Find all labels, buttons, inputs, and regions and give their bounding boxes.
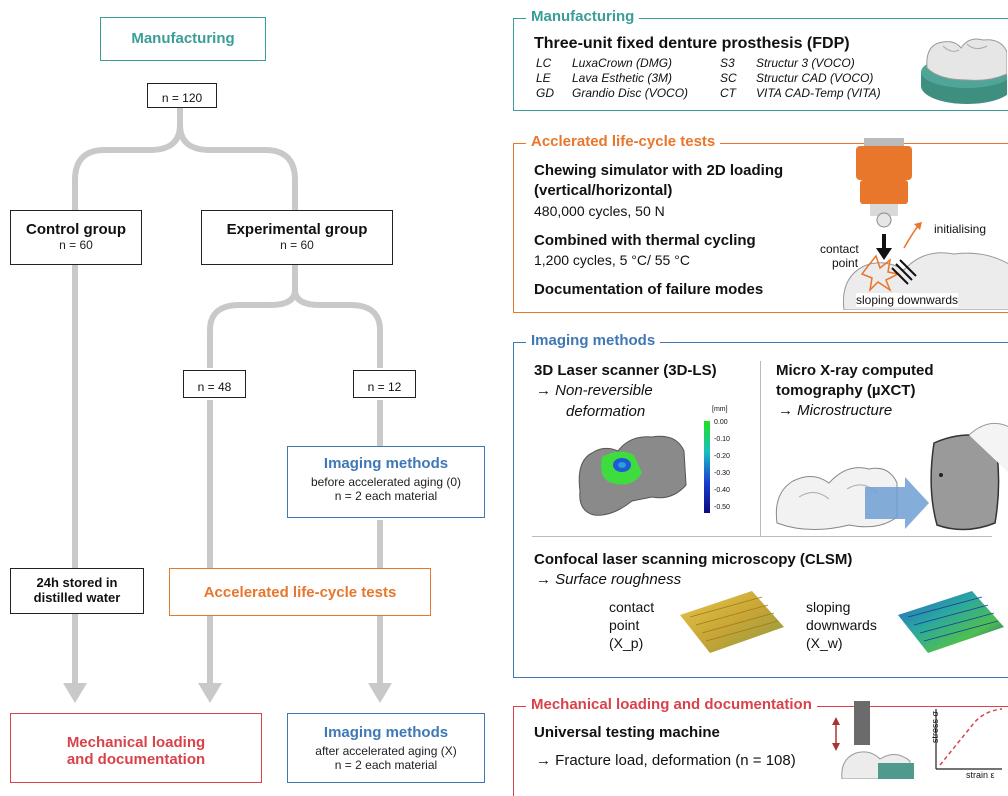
material-code: S3: [720, 56, 735, 70]
clsm-heading: Confocal laser scanning microscopy (CLSM…: [534, 551, 853, 568]
material-code: LC: [536, 56, 552, 70]
sloping-label1: sloping: [806, 599, 851, 615]
material-name: VITA CAD-Temp (VITA): [756, 86, 881, 100]
microct-heading-line1: Micro X-ray computed: [776, 362, 934, 379]
imaging-divider: [760, 361, 761, 537]
manufacturing-box: Manufacturing: [100, 17, 266, 61]
scale-tick: -0.50: [714, 504, 730, 511]
contact-point-surface-image: [680, 591, 784, 653]
material-code: CT: [720, 86, 736, 100]
imaging-after-box: Imaging methods after accelerated aging …: [287, 713, 485, 783]
fracture-load-text: → Fracture load, deformation (n = 108): [536, 752, 796, 769]
strain-axis-label: strain ε: [966, 770, 995, 780]
testing-machine-heading: Universal testing machine: [534, 724, 720, 741]
material-name: Structur CAD (VOCO): [756, 71, 874, 85]
imaging-before-line1: before accelerated aging (0): [310, 475, 462, 489]
mechanical-line2: and documentation: [66, 751, 206, 768]
fdp-model-image: [921, 38, 1007, 104]
imaging-panel: Imaging methods 3D Laser scanner (3D-LS)…: [513, 332, 1008, 678]
scale-tick: 0.00: [714, 419, 728, 426]
sloping-surface-image: [898, 591, 1004, 653]
n-48: n = 48: [197, 380, 232, 394]
imaging-after-title: Imaging methods: [323, 724, 449, 741]
scale-tick: -0.10: [714, 436, 730, 443]
control-group-n: n = 60: [59, 238, 93, 252]
n-48-box: n = 48: [183, 370, 246, 398]
manufacturing-panel-title: Manufacturing: [526, 8, 640, 25]
accelerated-panel: Acclerated life-cycle tests Chewing simu…: [513, 133, 1008, 313]
stress-axis-label: stress σ: [930, 710, 940, 743]
contact-point-label3: (X_p): [609, 635, 644, 651]
n-12: n = 12: [367, 380, 402, 394]
laser-scanner-sub2: deformation: [566, 403, 646, 420]
thermal-cycles: 1,200 cycles, 5 °C/ 55 °C: [534, 252, 690, 268]
contact-point-label1: contact: [609, 599, 655, 615]
material-code: GD: [536, 86, 554, 100]
stored-line1: 24h stored in: [36, 575, 118, 590]
imaging-panel-title: Imaging methods: [526, 332, 661, 349]
stored-box: 24h stored in distilled water: [10, 568, 144, 614]
material-name: LuxaCrown (DMG): [572, 56, 673, 70]
clsm-sub: → Surface roughness: [536, 571, 682, 588]
thermal-heading: Combined with thermal cycling: [534, 232, 756, 249]
stored-line2: distilled water: [33, 590, 121, 605]
contact-label-line1: contact: [820, 242, 859, 256]
material-code: SC: [720, 71, 737, 85]
material-name: Structur 3 (VOCO): [756, 56, 855, 70]
imaging-before-box: Imaging methods before accelerated aging…: [287, 446, 485, 518]
testing-machine-image: [832, 701, 1003, 779]
microct-sub: → Microstructure: [778, 402, 893, 419]
initialising-label: initialising: [934, 222, 987, 236]
deformation-color-scale: [704, 421, 710, 513]
control-group-title: Control group: [26, 221, 126, 238]
imaging-before-line2: n = 2 each material: [334, 489, 438, 503]
accelerated-label: Accelerated life-cycle tests: [203, 584, 397, 601]
scale-unit: [mm]: [712, 406, 728, 413]
contact-label-line2: point: [832, 256, 859, 270]
laser-scanner-sub1: → Non-reversible: [536, 382, 653, 399]
manufacturing-panel: Manufacturing Three-unit fixed denture p…: [513, 8, 1008, 111]
experimental-group-n: n = 60: [280, 238, 314, 252]
mechanical-panel: Mechanical loading and documentation Uni…: [513, 696, 1008, 796]
experimental-group-box: Experimental group n = 60: [201, 210, 393, 265]
n-12-box: n = 12: [353, 370, 416, 398]
accelerated-panel-title: Acclerated life-cycle tests: [526, 133, 721, 150]
imaging-before-title: Imaging methods: [323, 455, 449, 472]
n-total-box: n = 120: [147, 83, 217, 108]
flowchart-connectors: [63, 108, 392, 703]
accelerated-box: Accelerated life-cycle tests: [169, 568, 431, 616]
mechanical-panel-title: Mechanical loading and documentation: [526, 696, 817, 713]
sloping-label3: (X_w): [806, 635, 843, 651]
manufacturing-label: Manufacturing: [131, 30, 235, 47]
laser-scanner-heading: 3D Laser scanner (3D-LS): [534, 362, 717, 379]
failure-modes-heading: Documentation of failure modes: [534, 281, 764, 298]
microct-image: [775, 422, 1008, 531]
clsm-divider: [532, 536, 992, 537]
chewing-cycles: 480,000 cycles, 50 N: [534, 203, 665, 219]
chewing-heading-line1: Chewing simulator with 2D loading: [534, 162, 784, 179]
scale-tick: -0.40: [714, 487, 730, 494]
mechanical-box: Mechanical loading and documentation: [10, 713, 262, 783]
material-name: Grandio Disc (VOCO): [572, 86, 689, 100]
experimental-group-title: Experimental group: [226, 221, 368, 238]
contact-point-label2: point: [609, 617, 640, 633]
imaging-after-line1: after accelerated aging (X): [315, 744, 457, 758]
material-name: Lava Esthetic (3M): [572, 71, 673, 85]
sloping-label2: downwards: [806, 617, 877, 633]
mechanical-line1: Mechanical loading: [66, 734, 206, 751]
sloping-label: sloping downwards: [856, 293, 959, 307]
microct-heading-line2: tomography (µXCT): [776, 382, 916, 399]
chewing-heading-line2: (vertical/horizontal): [534, 182, 673, 199]
n-total: n = 120: [161, 91, 203, 105]
fdp-heading: Three-unit fixed denture prosthesis (FDP…: [534, 35, 850, 52]
deformation-model-image: [578, 435, 687, 516]
material-code: LE: [536, 71, 551, 85]
scale-tick: -0.20: [714, 453, 730, 460]
control-group-box: Control group n = 60: [10, 210, 142, 265]
imaging-after-line2: n = 2 each material: [334, 758, 438, 772]
scale-tick: -0.30: [714, 470, 730, 477]
